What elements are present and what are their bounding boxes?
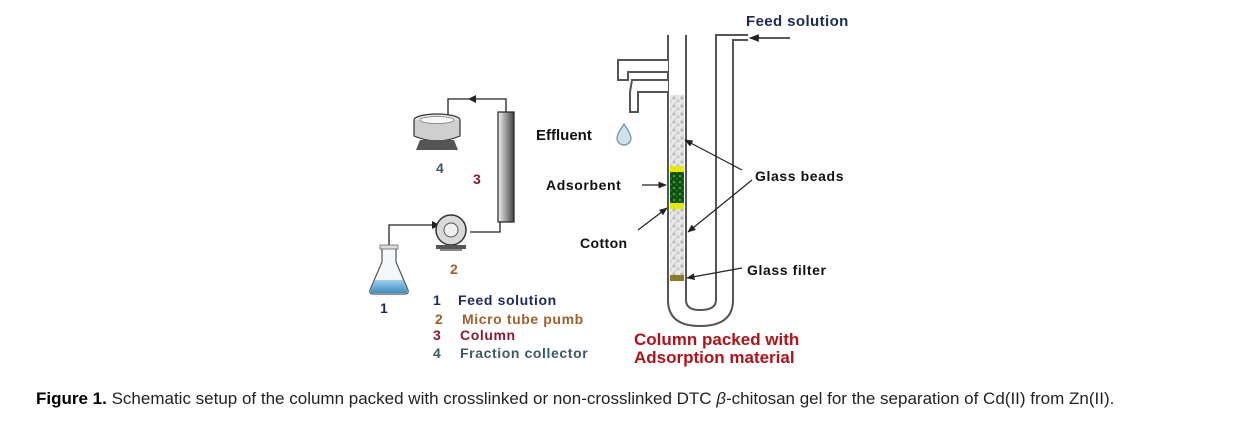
legend-label: Column — [460, 327, 516, 343]
legend-label: Micro tube pumb — [462, 311, 584, 327]
caption-text-2: -chitosan gel for the separation of Cd(I… — [726, 389, 1115, 408]
collector-number: 4 — [436, 160, 444, 176]
figure-caption: Figure 1. Schematic setup of the column … — [36, 389, 1236, 409]
flow-arrow-icon — [468, 95, 476, 103]
beta-symbol: β — [716, 389, 727, 408]
adsorbent-label: Adsorbent — [546, 177, 621, 193]
pointer-arrows — [637, 139, 753, 280]
legend-label: Feed solution — [458, 292, 557, 308]
legend-number: 3 — [433, 327, 441, 343]
separation-column — [497, 111, 515, 223]
fraction-collector — [413, 113, 461, 150]
legend-label: Fraction collector — [460, 345, 588, 361]
column-title-line2: Adsorption material — [634, 348, 795, 367]
legend-number: 2 — [435, 311, 443, 327]
feed-flask — [369, 244, 409, 295]
legend-number: 4 — [433, 345, 441, 361]
legend-number: 1 — [433, 292, 441, 308]
figure-label: Figure 1. — [36, 389, 107, 408]
effluent-droplet-icon — [616, 122, 632, 146]
micro-tube-pump — [435, 214, 467, 251]
glass-filter-label: Glass filter — [747, 262, 827, 278]
caption-text-1: Schematic setup of the column packed wit… — [106, 389, 717, 408]
flow-arrow-icon — [432, 221, 440, 229]
u-tube-column — [617, 34, 748, 328]
effluent-label: Effluent — [536, 127, 592, 144]
setup-legend: 1 Feed solution 2 Micro tube pumb 3 Colu… — [433, 292, 588, 361]
column-number: 3 — [473, 171, 481, 187]
pump-number: 2 — [450, 261, 458, 277]
glass-beads-label: Glass beads — [755, 168, 844, 184]
flask-number: 1 — [380, 300, 388, 316]
column-title-line1: Column packed with — [634, 330, 799, 349]
feed-solution-label: Feed solution — [746, 13, 849, 30]
cotton-label: Cotton — [580, 235, 628, 251]
